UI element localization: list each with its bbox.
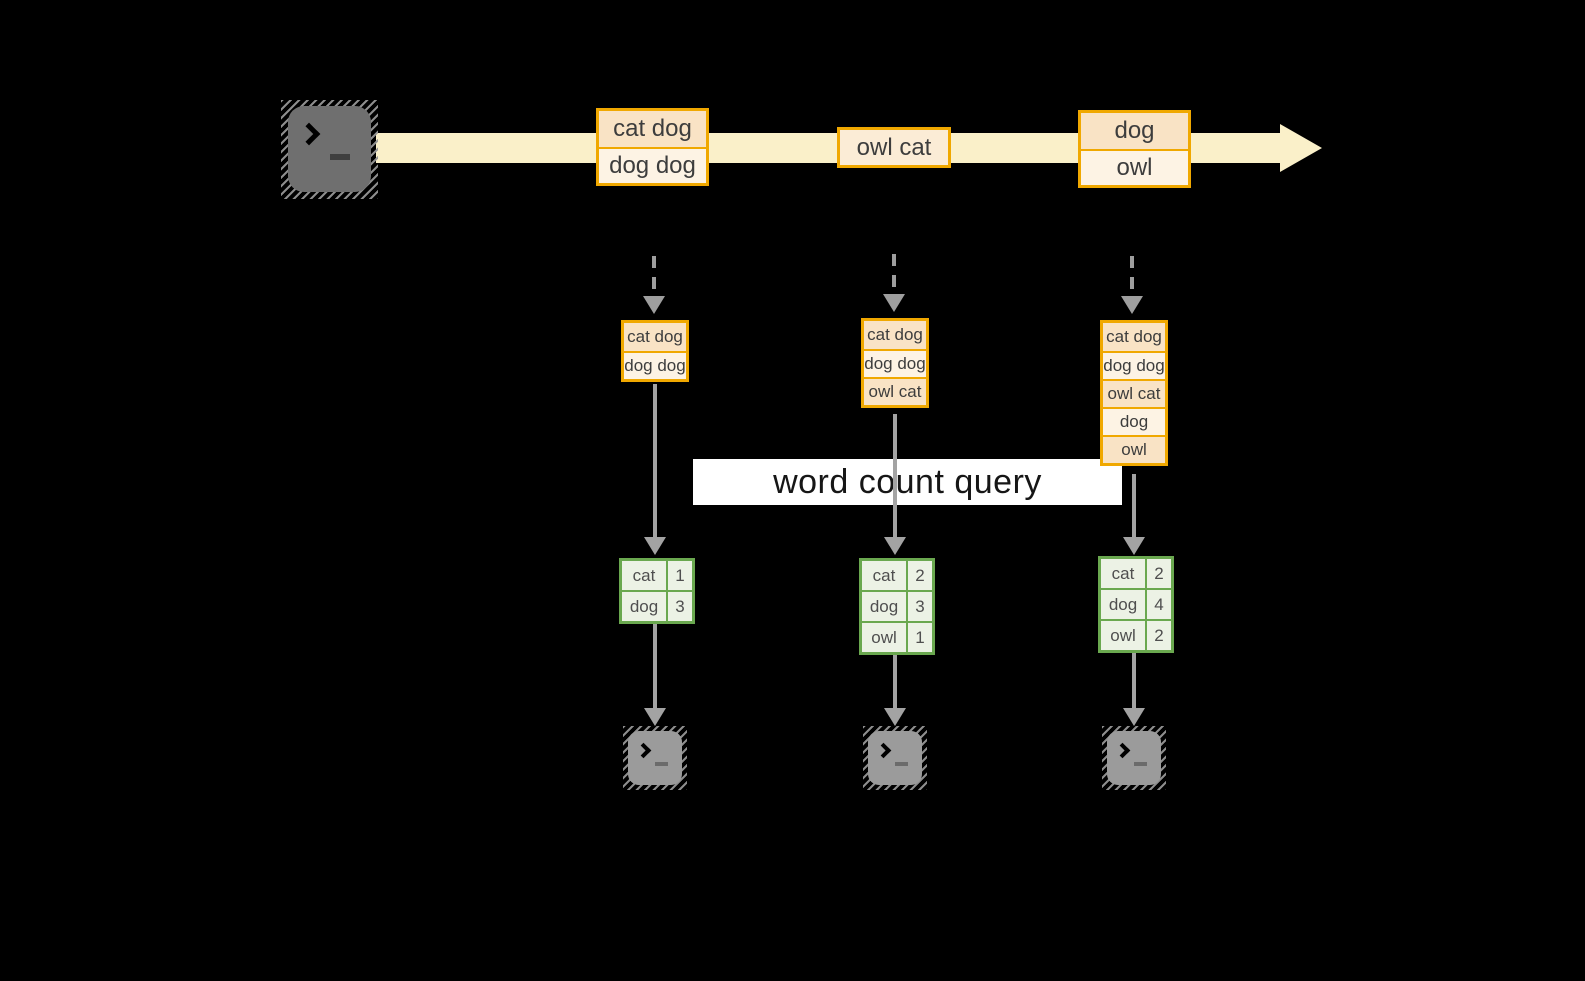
table-cell-word: owl bbox=[862, 623, 906, 652]
result-arrow bbox=[1132, 653, 1136, 708]
dashed-arrow bbox=[652, 256, 656, 296]
state-row: dog dog bbox=[864, 349, 926, 377]
dashed-arrow bbox=[1130, 256, 1134, 296]
query-arrow bbox=[893, 414, 897, 537]
state-buffer-box-1: cat dog dog dog bbox=[621, 320, 689, 382]
dashed-arrow-head bbox=[1121, 296, 1143, 314]
stream-arrow-head bbox=[1280, 124, 1322, 172]
state-row: dog dog bbox=[1103, 351, 1165, 379]
source-terminal-icon bbox=[281, 100, 378, 199]
state-buffer-box-3: cat dog dog dog owl cat dog owl bbox=[1100, 320, 1168, 466]
table-cell-count: 1 bbox=[668, 561, 692, 590]
terminal-window bbox=[868, 731, 922, 785]
table-cell-word: cat bbox=[622, 561, 666, 590]
result-arrow-head bbox=[884, 708, 906, 726]
word-count-table-1: cat 1 dog 3 bbox=[619, 558, 695, 624]
query-label: word count query bbox=[773, 462, 1042, 501]
dashed-arrow-head bbox=[643, 296, 665, 314]
table-cell-word: dog bbox=[862, 592, 906, 621]
terminal-prompt-icon bbox=[297, 122, 321, 146]
terminal-prompt-icon bbox=[1114, 742, 1131, 759]
sink-terminal-icon-1 bbox=[623, 726, 687, 790]
query-arrow bbox=[653, 384, 657, 537]
terminal-cursor-icon bbox=[1134, 762, 1147, 766]
table-cell-count: 1 bbox=[908, 623, 932, 652]
terminal-cursor-icon bbox=[330, 154, 350, 160]
stream-event-box-2: owl cat bbox=[837, 127, 951, 168]
result-arrow bbox=[893, 655, 897, 708]
state-row: owl bbox=[1103, 435, 1165, 463]
sink-terminal-icon-2 bbox=[863, 726, 927, 790]
query-arrow-head bbox=[644, 537, 666, 555]
query-arrow bbox=[1132, 474, 1136, 537]
terminal-window bbox=[1107, 731, 1161, 785]
table-cell-word: owl bbox=[1101, 621, 1145, 650]
stream-event-box-1: cat dog dog dog bbox=[596, 108, 709, 186]
result-arrow bbox=[653, 624, 657, 708]
query-label-banner: word count query bbox=[693, 459, 1122, 505]
table-cell-count: 2 bbox=[1147, 559, 1171, 588]
table-cell-word: dog bbox=[622, 592, 666, 621]
terminal-window bbox=[288, 106, 371, 192]
event-line: owl cat bbox=[840, 130, 948, 165]
state-row: cat dog bbox=[1103, 323, 1165, 351]
state-row: owl cat bbox=[1103, 379, 1165, 407]
state-buffer-box-2: cat dog dog dog owl cat bbox=[861, 318, 929, 408]
table-cell-count: 3 bbox=[908, 592, 932, 621]
terminal-cursor-icon bbox=[655, 762, 668, 766]
query-arrow-head bbox=[1123, 537, 1145, 555]
state-row: cat dog bbox=[624, 323, 686, 351]
sink-terminal-icon-3 bbox=[1102, 726, 1166, 790]
terminal-cursor-icon bbox=[895, 762, 908, 766]
stream-event-box-3: dog owl bbox=[1078, 110, 1191, 188]
terminal-prompt-icon bbox=[635, 742, 652, 759]
table-cell-word: dog bbox=[1101, 590, 1145, 619]
result-arrow-head bbox=[644, 708, 666, 726]
result-arrow-head bbox=[1123, 708, 1145, 726]
table-cell-count: 4 bbox=[1147, 590, 1171, 619]
word-count-table-2: cat 2 dog 3 owl 1 bbox=[859, 558, 935, 655]
word-count-table-3: cat 2 dog 4 owl 2 bbox=[1098, 556, 1174, 653]
event-line: owl bbox=[1081, 149, 1188, 185]
dashed-arrow-head bbox=[883, 294, 905, 312]
event-line: dog dog bbox=[599, 147, 706, 183]
table-cell-count: 3 bbox=[668, 592, 692, 621]
event-line: dog bbox=[1081, 113, 1188, 149]
table-cell-word: cat bbox=[862, 561, 906, 590]
dashed-arrow bbox=[892, 254, 896, 294]
terminal-prompt-icon bbox=[875, 742, 892, 759]
table-cell-count: 2 bbox=[1147, 621, 1171, 650]
state-row: owl cat bbox=[864, 377, 926, 405]
event-line: cat dog bbox=[599, 111, 706, 147]
terminal-window bbox=[628, 731, 682, 785]
state-row: dog bbox=[1103, 407, 1165, 435]
table-cell-word: cat bbox=[1101, 559, 1145, 588]
query-arrow-head bbox=[884, 537, 906, 555]
state-row: cat dog bbox=[864, 321, 926, 349]
state-row: dog dog bbox=[624, 351, 686, 379]
table-cell-count: 2 bbox=[908, 561, 932, 590]
